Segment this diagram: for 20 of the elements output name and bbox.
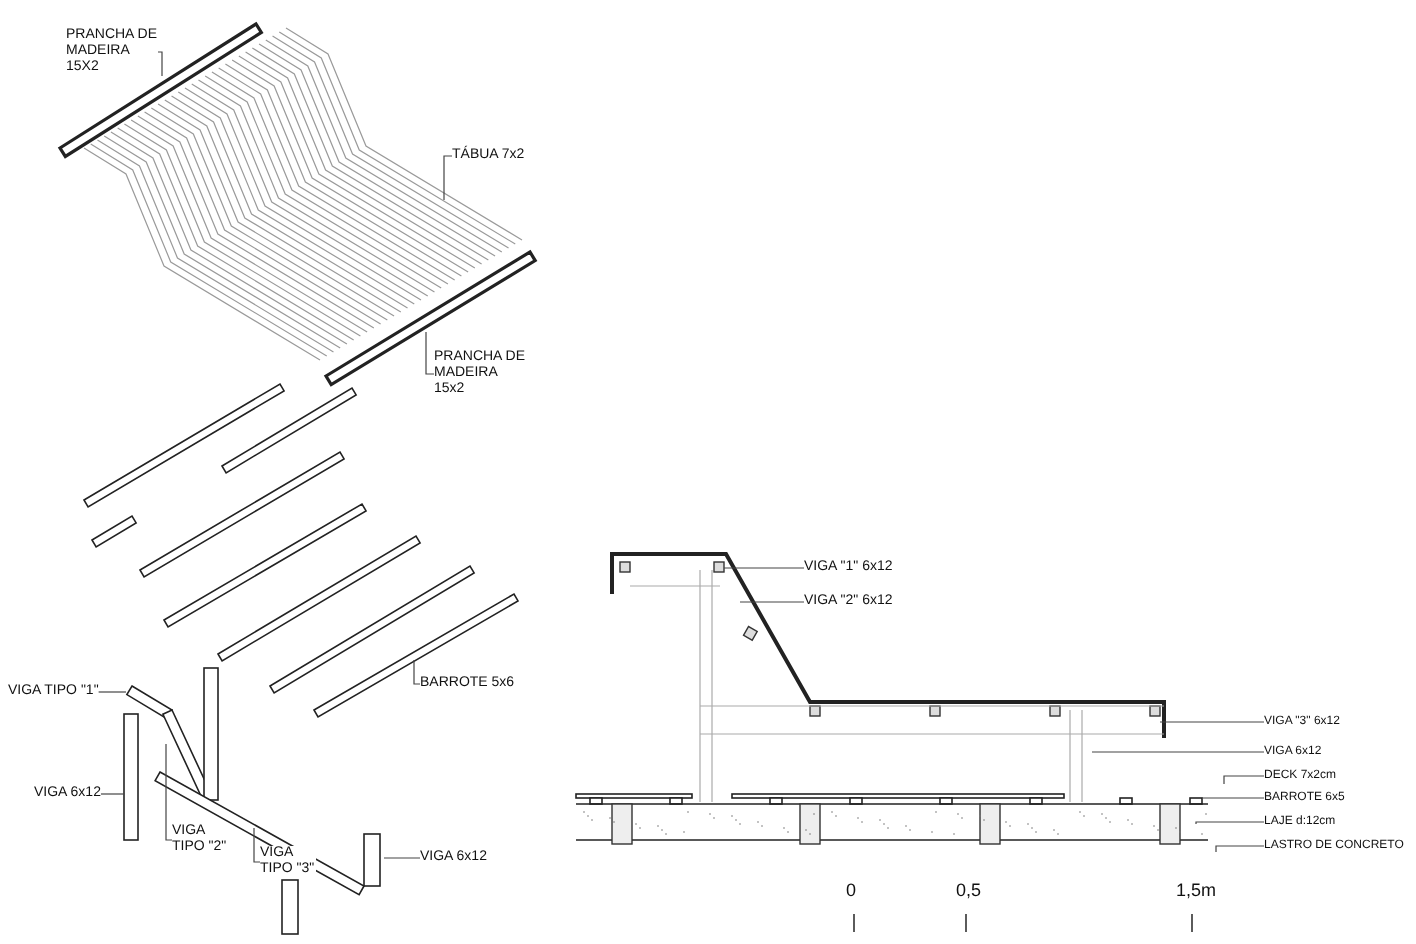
leader-line [425,331,435,375]
leader-line [1201,797,1265,799]
scale-label: 0 [846,880,857,900]
leader-line [723,567,805,569]
leader-line [1215,845,1265,853]
scale-label: 0,5 [956,880,982,900]
leader-line [443,155,453,201]
leader-line [1091,751,1265,753]
leader-line [165,743,173,841]
leader-line [1159,721,1265,723]
leader-line [253,827,261,863]
leader-line [100,793,125,795]
leader-line [1195,821,1265,825]
leader-line [383,857,421,859]
leader-line [413,659,421,685]
leader-line [1223,775,1265,785]
scale-label: 1,5m [1176,880,1217,900]
leader-line [157,51,163,77]
leader-line [739,601,805,603]
leader-line [98,691,127,693]
